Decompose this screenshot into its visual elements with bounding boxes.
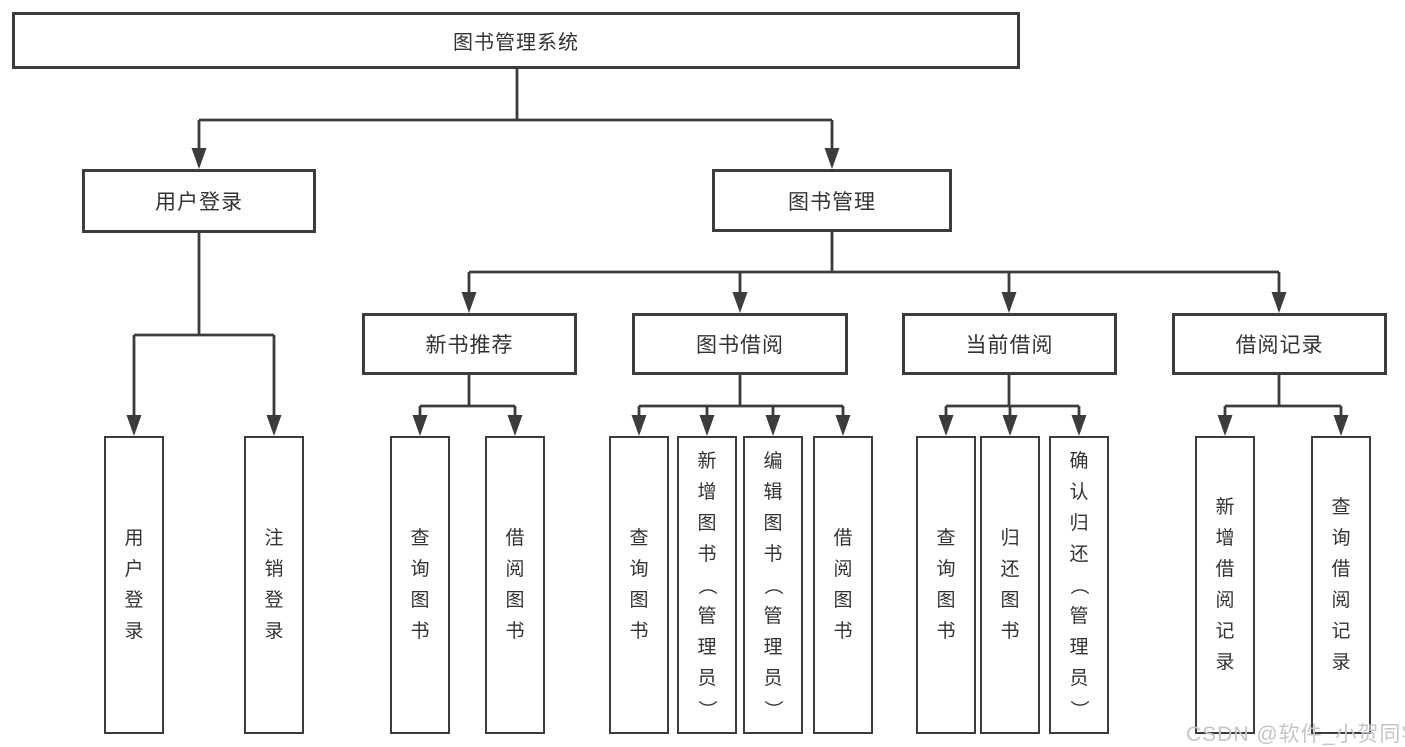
leaf-confirm-return-admin: 确认归还（管理员） bbox=[1049, 436, 1109, 734]
leaf-query-books-recommend: 查询图书 bbox=[390, 436, 450, 734]
leaf-query-books-borrow: 查询图书 bbox=[609, 436, 669, 734]
csdn-watermark: CSDN @软件_小贺同学 bbox=[1186, 723, 1405, 746]
leaf-return-books: 归还图书 bbox=[980, 436, 1040, 734]
connector-book-management bbox=[467, 232, 1281, 296]
connector-root bbox=[197, 69, 834, 151]
arrowhead bbox=[1071, 415, 1087, 436]
connector-borrow-records bbox=[1223, 375, 1343, 418]
arrowhead bbox=[938, 415, 954, 436]
arrowhead bbox=[412, 415, 428, 436]
arrowhead bbox=[631, 415, 647, 436]
node-root: 图书管理系统 bbox=[12, 12, 1020, 69]
node-current-borrow: 当前借阅 bbox=[902, 313, 1117, 375]
leaf-user-login: 用户登录 bbox=[104, 436, 164, 734]
node-book-management: 图书管理 bbox=[712, 169, 952, 232]
arrowhead bbox=[1002, 415, 1018, 436]
node-user-login: 用户登录 bbox=[82, 169, 316, 233]
arrowhead bbox=[824, 148, 840, 169]
arrowhead bbox=[835, 415, 851, 436]
leaf-add-books-admin: 新增图书（管理员） bbox=[677, 436, 737, 734]
connector-current-borrow bbox=[944, 375, 1081, 418]
arrowhead bbox=[461, 292, 477, 313]
node-book-borrow: 图书借阅 bbox=[632, 313, 848, 375]
leaf-query-books-current: 查询图书 bbox=[916, 436, 976, 734]
arrowhead bbox=[266, 415, 282, 436]
leaf-query-borrow-record: 查询借阅记录 bbox=[1311, 436, 1371, 734]
arrowhead bbox=[191, 148, 207, 169]
arrowhead bbox=[699, 415, 715, 436]
connector-book-borrow bbox=[637, 375, 845, 418]
arrowhead bbox=[1271, 292, 1287, 313]
arrowhead bbox=[732, 292, 748, 313]
leaf-borrow-books-recommend: 借阅图书 bbox=[485, 436, 545, 734]
arrowhead bbox=[1217, 415, 1233, 436]
arrowhead bbox=[765, 415, 781, 436]
connector-user-login bbox=[132, 233, 276, 418]
leaf-borrow-books: 借阅图书 bbox=[813, 436, 873, 734]
arrowhead bbox=[126, 415, 142, 436]
leaf-edit-books-admin: 编辑图书（管理员） bbox=[743, 436, 803, 734]
leaf-logout: 注销登录 bbox=[244, 436, 304, 734]
connector-new-book bbox=[418, 375, 517, 418]
leaf-add-borrow-record: 新增借阅记录 bbox=[1195, 436, 1255, 734]
arrowhead bbox=[507, 415, 523, 436]
arrowhead bbox=[1333, 415, 1349, 436]
node-new-book-recommend: 新书推荐 bbox=[362, 313, 577, 375]
node-borrow-records: 借阅记录 bbox=[1172, 313, 1387, 375]
arrowhead bbox=[1001, 292, 1017, 313]
